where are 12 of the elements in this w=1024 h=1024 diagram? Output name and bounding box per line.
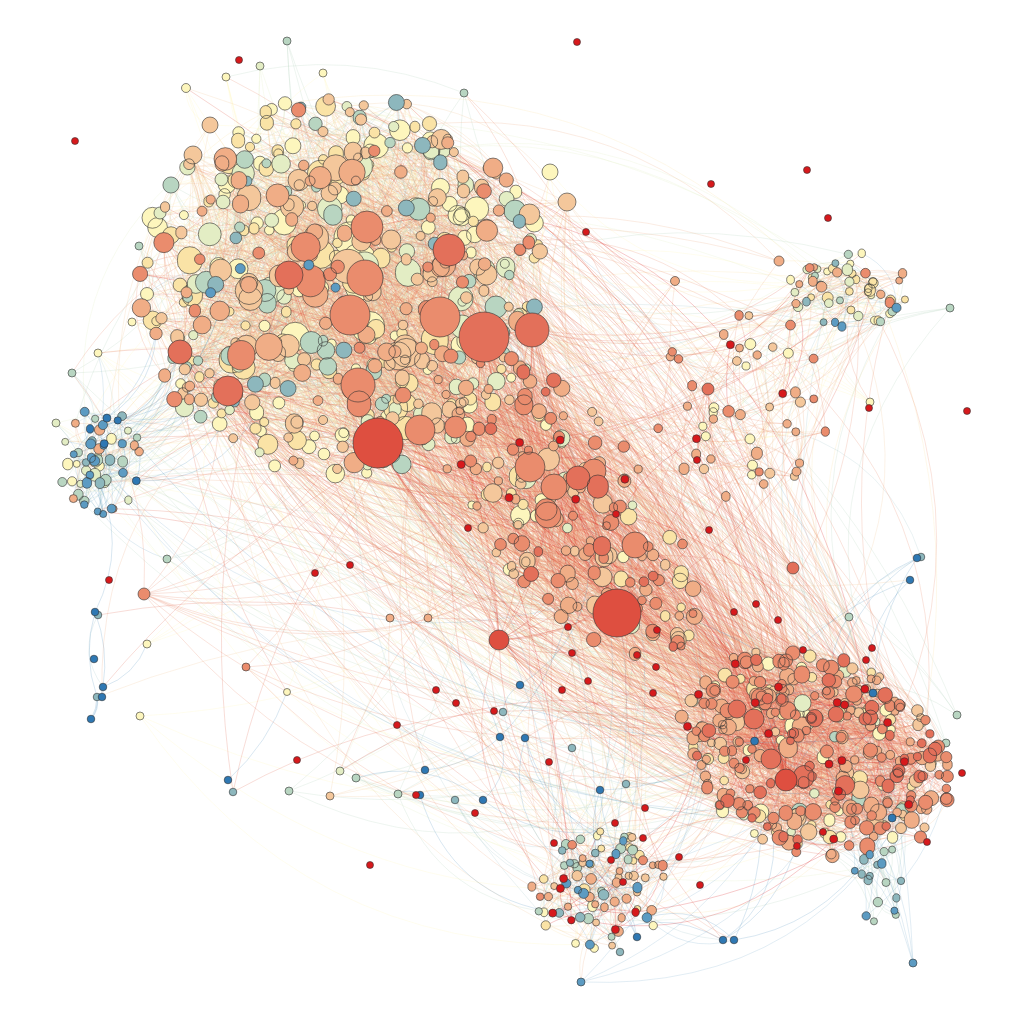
network-node [419, 296, 461, 338]
network-node [488, 629, 510, 651]
network-node [514, 312, 550, 348]
network-node [592, 588, 642, 638]
network-node [774, 768, 798, 792]
network-node [352, 417, 404, 469]
network-node [458, 311, 510, 363]
network-node [137, 587, 151, 601]
network-node [167, 339, 193, 365]
network-node [329, 294, 371, 336]
network-node [212, 375, 244, 407]
network-node [760, 748, 782, 770]
